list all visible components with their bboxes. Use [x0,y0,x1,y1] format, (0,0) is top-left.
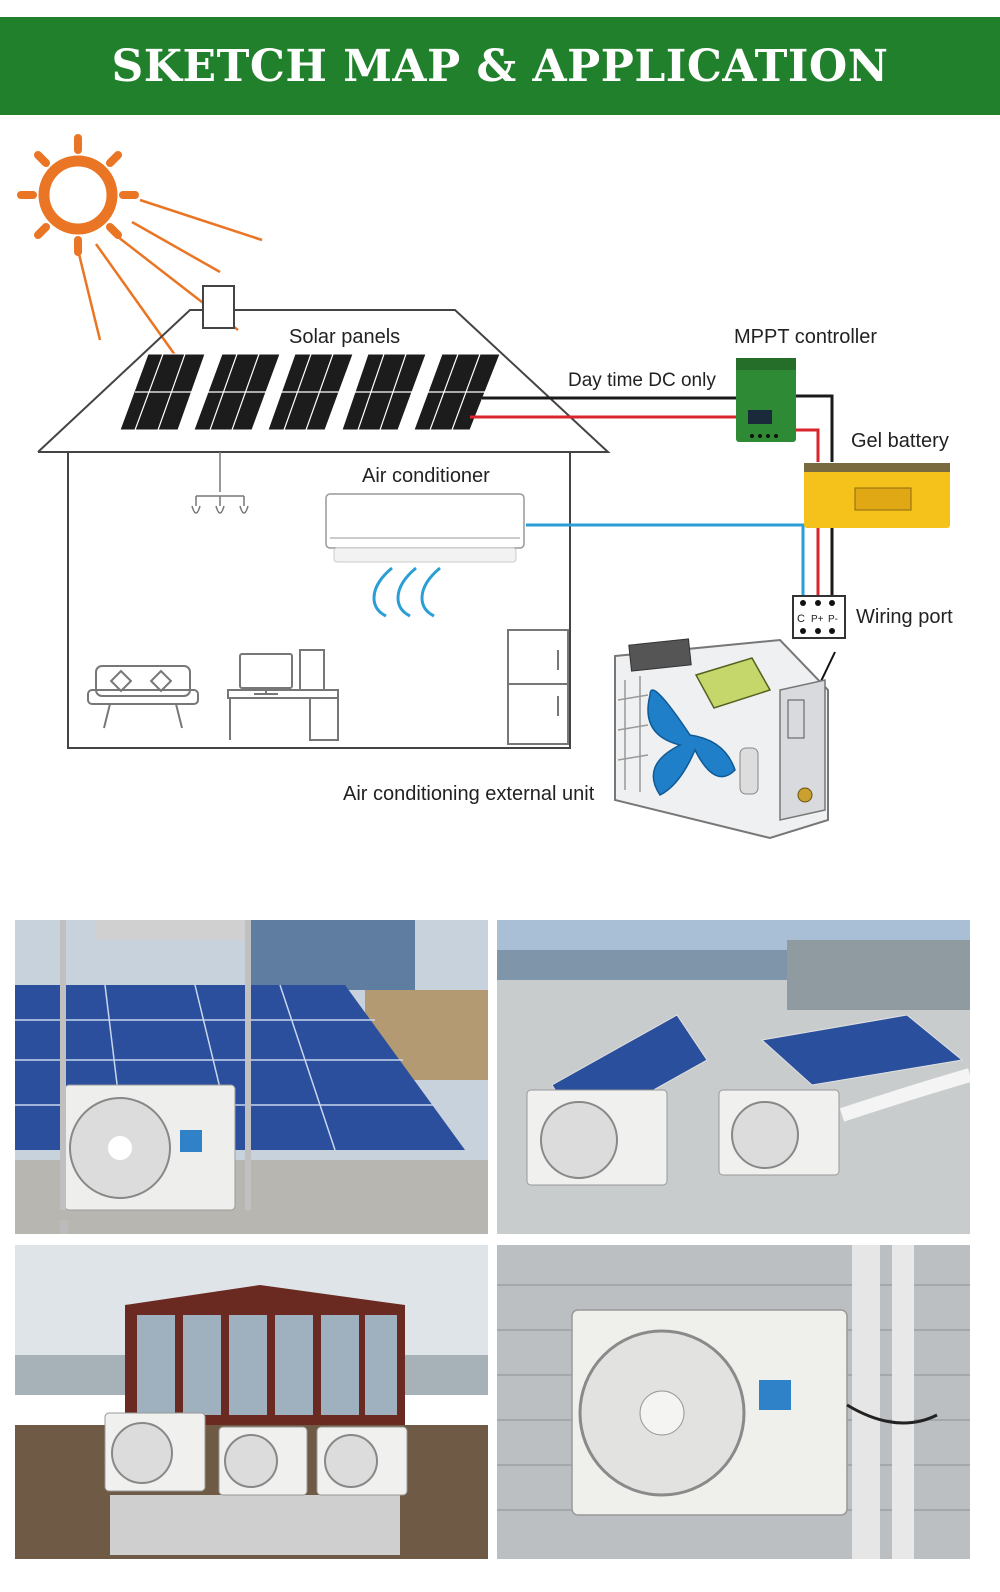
port-p-plus-label: P+ [811,614,824,625]
photo-rooftop-panels-single-unit [15,920,488,1234]
photo-sunroom-three-units [15,1245,488,1559]
wiring-port: C P+ P- [792,595,846,639]
port-c-label: C [797,613,805,625]
chandelier-icon [191,452,249,514]
sun-icon [17,134,263,356]
label-external-unit: Air conditioning external unit [343,783,595,805]
page-title: SKETCH MAP & APPLICATION [111,40,889,92]
mppt-controller [736,358,796,442]
refrigerator-icon [507,629,569,745]
computer-desk-icon [227,649,339,741]
label-air-conditioner: Air conditioner [362,465,490,487]
wiring [470,394,834,597]
gel-battery [804,463,950,528]
header-banner: SKETCH MAP & APPLICATION [0,17,1000,115]
indoor-air-conditioner [325,493,525,618]
solar-panels [119,353,501,431]
house-outline [37,285,611,749]
label-day-time-dc: Day time DC only [568,370,716,391]
solar-ac-sketch-map: Solar panels Day time DC only MPPT contr… [17,134,953,840]
photo-rooftop-tilted-panels-two-units [497,920,970,1234]
label-solar-panels: Solar panels [289,326,400,348]
port-p-minus-label: P- [828,614,838,625]
label-wiring-port: Wiring port [856,606,953,628]
label-gel-battery: Gel battery [851,430,949,452]
photo-wall-mounted-unit [497,1245,970,1559]
external-unit-exploded [614,638,829,840]
label-mppt-controller: MPPT controller [734,326,877,348]
sofa-icon [87,665,199,729]
